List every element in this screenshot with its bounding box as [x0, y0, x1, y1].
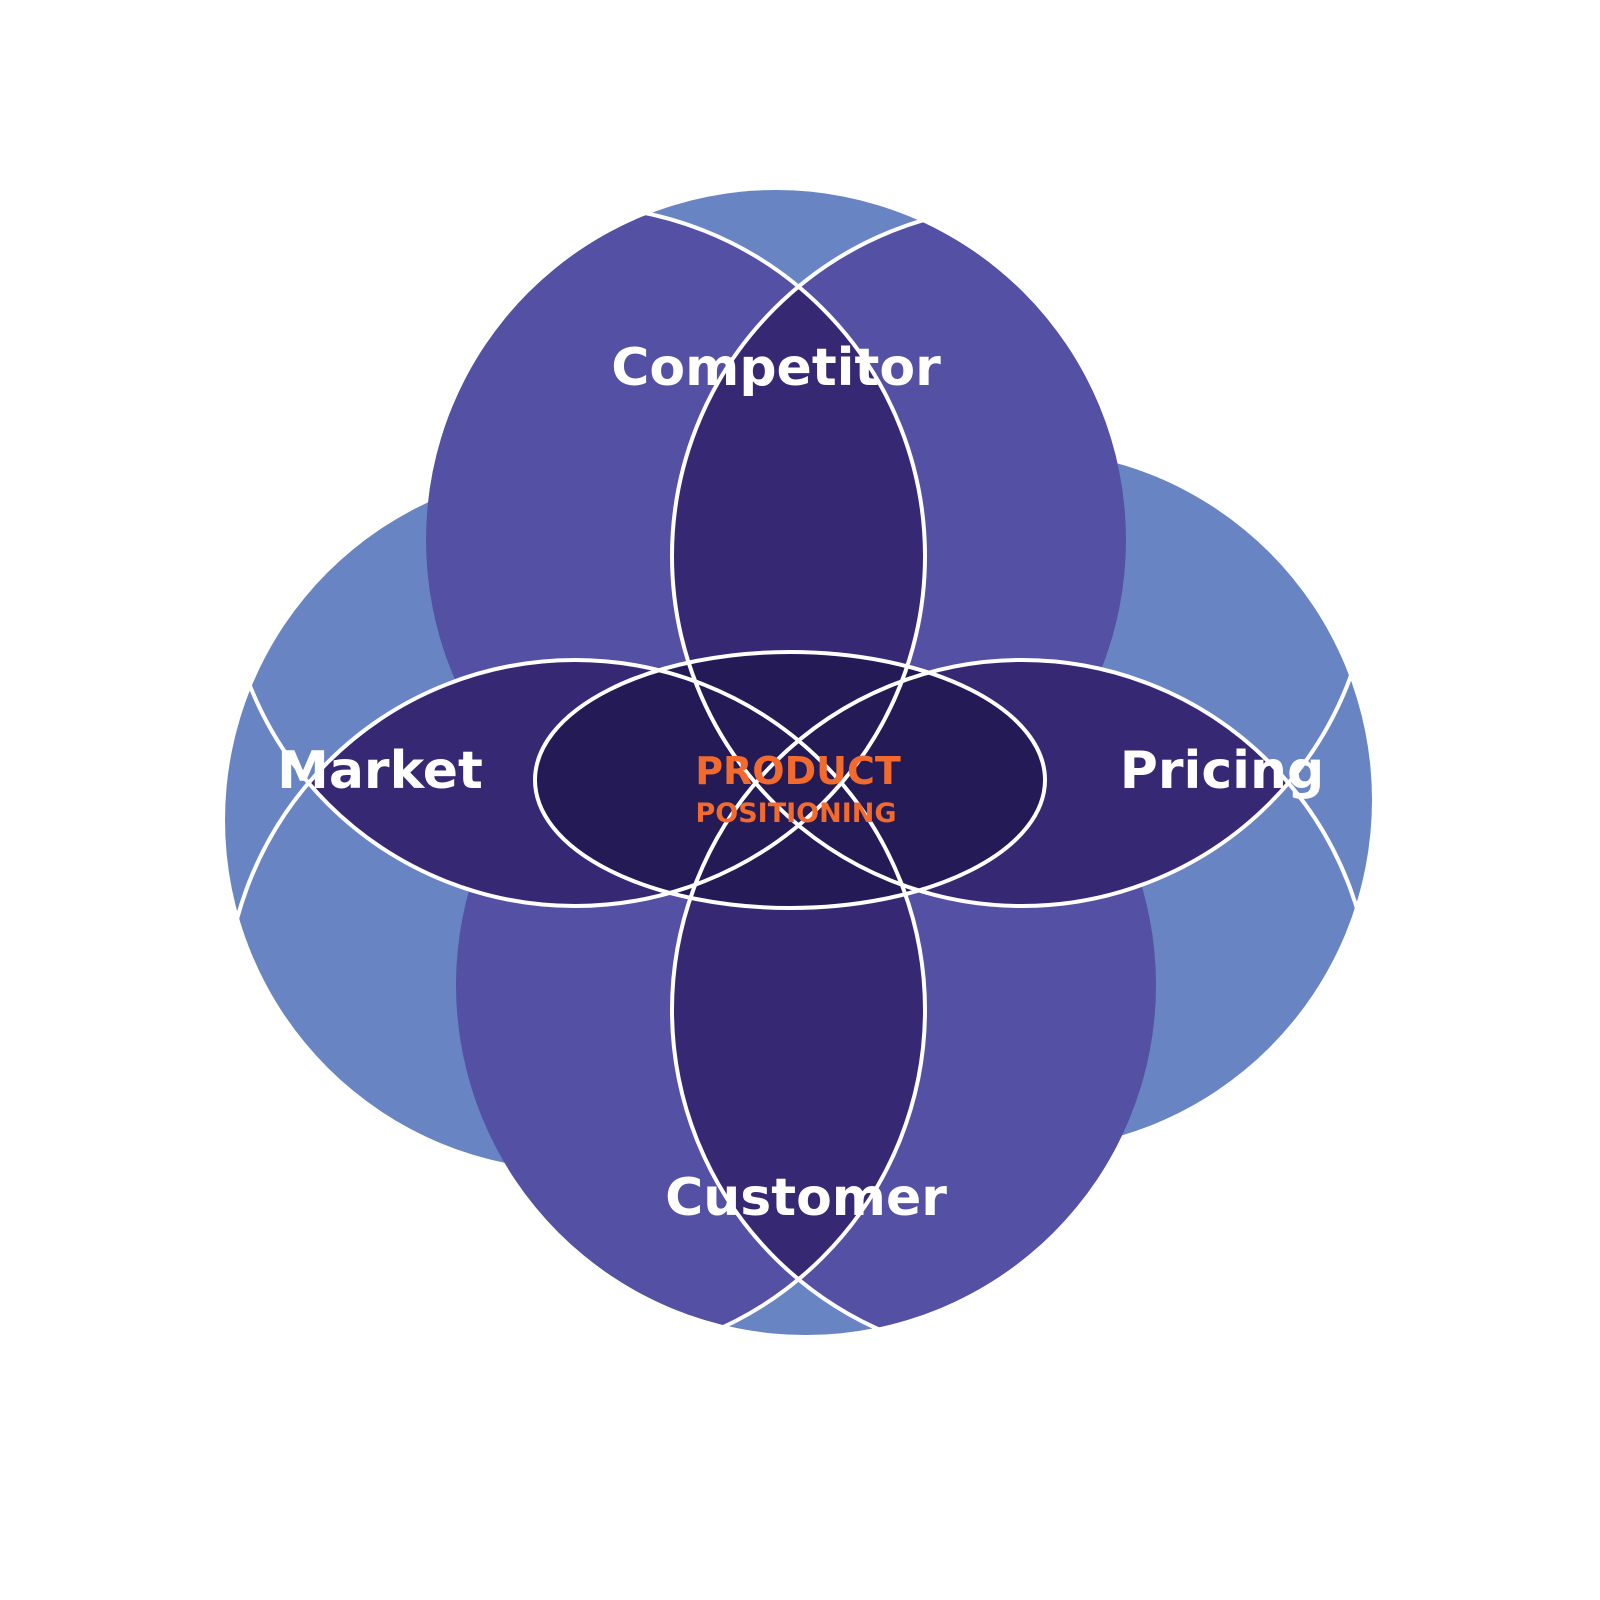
center-subtitle: POSITIONING — [695, 798, 896, 829]
label-market: Market — [277, 741, 483, 801]
outline-tr — [670, 204, 1374, 908]
label-pricing: Pricing — [1120, 741, 1324, 801]
outline-core — [533, 650, 1047, 910]
outline-br — [670, 658, 1374, 1362]
outlines — [223, 204, 1374, 1362]
label-customer: Customer — [665, 1168, 947, 1228]
center-title: PRODUCT — [695, 749, 901, 793]
label-competitor: Competitor — [611, 338, 941, 398]
outline-tl — [223, 204, 927, 908]
core-overlap — [535, 652, 1045, 908]
outline-bl — [223, 658, 927, 1362]
